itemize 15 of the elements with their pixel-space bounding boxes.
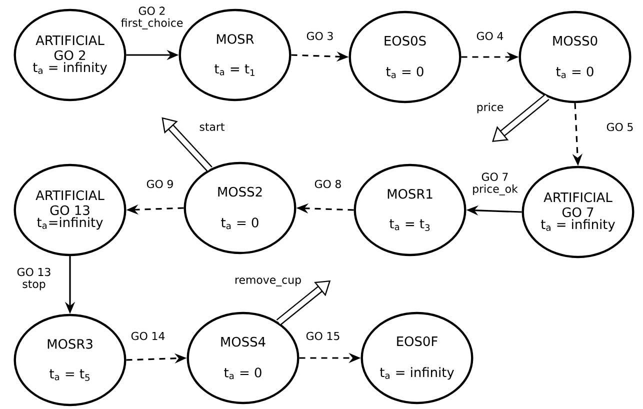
edge-label: GO 2 first_choice [121, 6, 183, 30]
edge-label: GO 13 stop [17, 268, 50, 290]
edge-label: GO 8 [314, 180, 341, 188]
edge-label: GO 4 [476, 32, 504, 40]
edge-label: remove_cup [236, 278, 301, 286]
edge-label: GO 5 [606, 122, 633, 132]
edge-label: start [200, 123, 224, 131]
edge-label: GO 9 [146, 180, 173, 188]
edge-label: GO 3 [306, 32, 333, 40]
edge-label: GO 15 [306, 332, 340, 340]
arrow [162, 117, 212, 172]
edge-label: price [477, 102, 504, 114]
edge-label: GO 7 price_ok [473, 172, 518, 196]
arrow [492, 94, 550, 142]
edge-label: GO 14 [131, 332, 165, 340]
